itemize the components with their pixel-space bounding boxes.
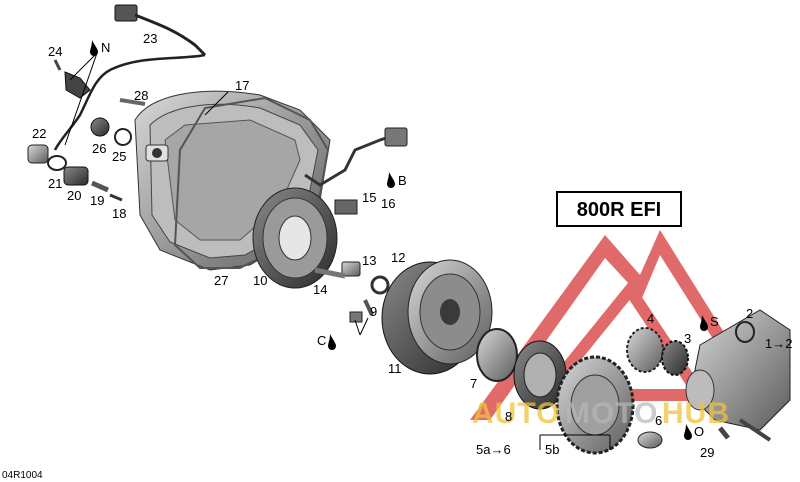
callout-1-to-2: 1→2	[765, 336, 792, 351]
starter-gear	[513, 340, 567, 410]
callout-23: 23	[143, 31, 157, 46]
callout-10: 10	[253, 273, 267, 288]
callout-27: 27	[214, 273, 228, 288]
oil-drop-icon	[700, 315, 708, 331]
callout-2: 2	[746, 306, 753, 321]
callout-20: 20	[67, 188, 81, 203]
lube-mark-b: B	[398, 173, 407, 188]
starter-motor	[685, 309, 791, 442]
callout-12: 12	[391, 250, 405, 265]
model-label: 800R EFI	[577, 199, 661, 221]
callout-4: 4	[647, 311, 654, 326]
lube-mark-n: N	[101, 40, 110, 55]
big-gear	[555, 355, 635, 455]
watermark-right: HUB	[662, 397, 730, 430]
small-parts-left	[27, 59, 146, 202]
lube-mark-c: C	[317, 333, 326, 348]
callout-labels: 23 24 N 17 28 22 26 25 21 20 19 18 B 15 …	[2, 31, 792, 481]
drop-icons	[90, 40, 708, 440]
callout-16: 16	[381, 196, 395, 211]
callout-24: 24	[48, 44, 62, 59]
bushing	[637, 431, 663, 449]
callout-13: 13	[362, 253, 376, 268]
callout-29: 29	[700, 445, 714, 460]
oil-drop-icon	[90, 40, 98, 56]
ring	[476, 328, 518, 382]
callout-26: 26	[92, 141, 106, 156]
model-box: 800R EFI	[556, 191, 682, 227]
callout-3: 3	[684, 331, 691, 346]
o-ring	[735, 321, 755, 343]
callout-25: 25	[112, 149, 126, 164]
oil-drop-icon	[684, 424, 692, 440]
oil-drop-icon	[328, 334, 336, 350]
callout-11: 11	[388, 361, 402, 376]
callout-7: 7	[470, 376, 477, 391]
callout-17: 17	[235, 78, 249, 93]
callout-19: 19	[90, 193, 104, 208]
leader-lines	[64, 52, 611, 450]
oil-drop-icon	[387, 172, 395, 188]
bolts-center	[314, 261, 390, 323]
small-gears	[626, 327, 689, 376]
callout-15: 15	[362, 190, 376, 205]
callout-14: 14	[313, 282, 327, 297]
stator	[252, 187, 338, 289]
callout-8: 8	[505, 409, 512, 424]
callout-22: 22	[32, 126, 46, 141]
callout-9: 9	[370, 304, 377, 319]
callout-5a-to-6: 5a→6	[476, 442, 511, 457]
watermark-text: AUTO MOTO HUB	[472, 397, 730, 430]
watermark-middle: MOTO	[565, 397, 658, 430]
callout-6-top: 6	[655, 413, 662, 428]
flywheel	[381, 259, 493, 375]
callout-21: 21	[48, 176, 62, 191]
harness	[304, 127, 408, 215]
drawing-code: 04R1004	[2, 470, 43, 481]
callout-28: 28	[134, 88, 148, 103]
callout-18: 18	[112, 206, 126, 221]
watermark-left: AUTO	[472, 397, 560, 430]
lube-mark-s: S	[710, 314, 719, 329]
lube-mark-o: O	[694, 424, 704, 439]
callout-5b: 5b	[545, 442, 559, 457]
bolt-29	[718, 426, 730, 440]
